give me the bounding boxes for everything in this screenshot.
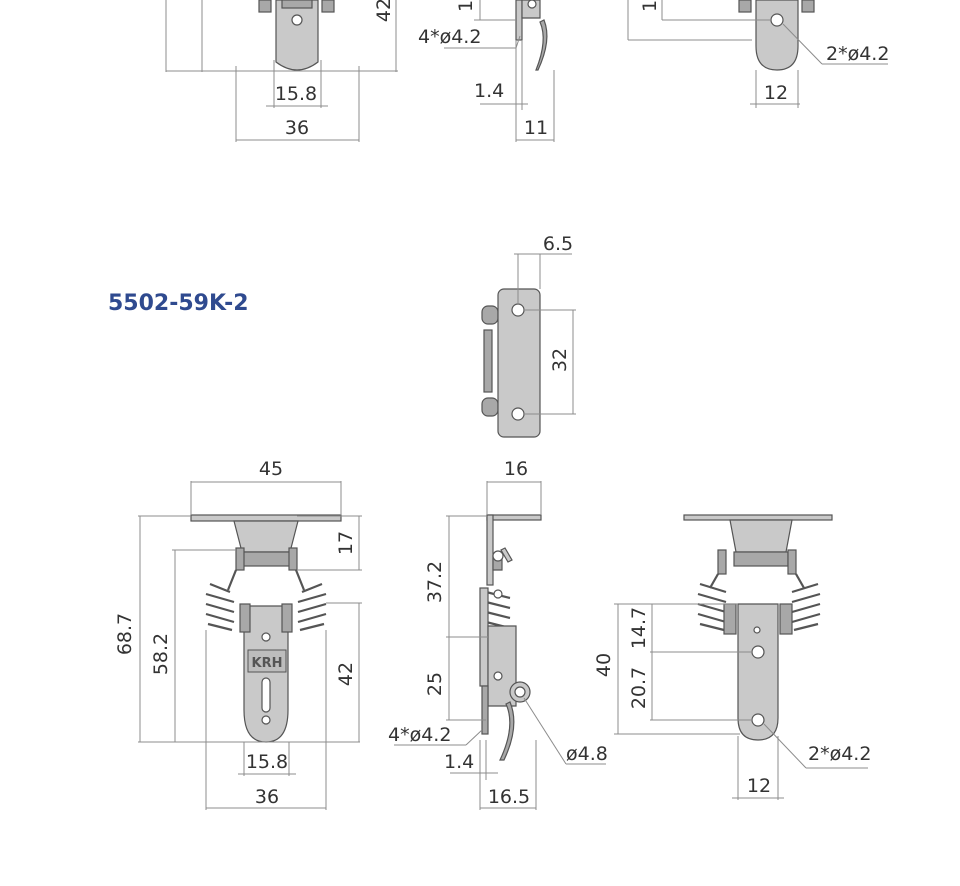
top-back-dim-partial: 1 [639,0,661,12]
side-view-upper-height: 37.2 [424,561,446,603]
model-label: 5502-59K-2 [108,291,249,316]
side-view-plate-depth: 16 [504,458,528,480]
mount-plate-hole-bottom [511,407,525,421]
top-front-dim-36: 36 [285,117,309,139]
front-view: KRH 45 68.7 58.2 17 42 15.8 36 [114,458,362,810]
top-side-dim-partial: 1 [455,0,477,12]
top-front-dim-42: 42 [373,0,395,22]
mount-plate-hole-top [511,303,525,317]
top-back-holes: 2*ø4.2 [826,43,889,65]
front-view-overall-height: 68.7 [114,613,136,655]
front-view-right-spring [294,569,327,632]
top-side-holes: 4*ø4.2 [418,26,481,48]
side-view-pin-hole [514,686,526,698]
side-view-pin-hole-dim: ø4.8 [566,743,608,765]
side-view-base-depth: 16.5 [488,786,530,808]
front-view-base-width: 36 [255,786,279,808]
rear-view-width-12: 12 [747,775,771,797]
mount-plate-offset: 6.5 [543,233,573,255]
rear-view-hole-lower [751,713,765,727]
rear-view-height-14-7: 14.7 [628,607,650,649]
side-view-thickness: 1.4 [444,751,474,773]
side-view: 16 37.2 25 4*ø4.2 1.4 16.5 ø4.8 [388,458,608,810]
rear-view-height-40: 40 [593,653,615,677]
top-front-view: 42 15.8 36 [165,0,398,142]
top-front-dim-15-8: 15.8 [275,83,317,105]
top-side-width: 11 [524,117,548,139]
top-back-view: 1 2*ø4.2 12 [627,0,889,108]
front-view-catch-height: 58.2 [150,633,172,675]
mount-plate-hole-spacing: 32 [549,348,571,372]
front-view-top-gap: 17 [335,531,357,555]
rear-view-holes: 2*ø4.2 [808,743,871,765]
rear-view: 40 14.7 20.7 2*ø4.2 12 [593,514,871,800]
top-side-view: 1 4*ø4.2 1.4 11 [418,0,555,142]
side-view-lower-height: 25 [424,672,446,696]
rear-view-height-20-7: 20.7 [628,667,650,709]
top-back-width: 12 [764,82,788,104]
rear-view-hole-upper [751,645,765,659]
front-view-left-spring [205,569,238,632]
front-view-logo: KRH [252,656,283,671]
rear-view-left-spring [697,573,727,632]
front-view-lever-width: 15.8 [246,751,288,773]
front-view-lever-height: 42 [335,662,357,686]
rear-view-right-spring [791,573,821,632]
side-view-holes: 4*ø4.2 [388,724,451,746]
mount-plate-view: 6.5 32 [481,233,576,438]
front-view-plate-width: 45 [259,458,283,480]
top-side-thickness: 1.4 [474,80,504,102]
